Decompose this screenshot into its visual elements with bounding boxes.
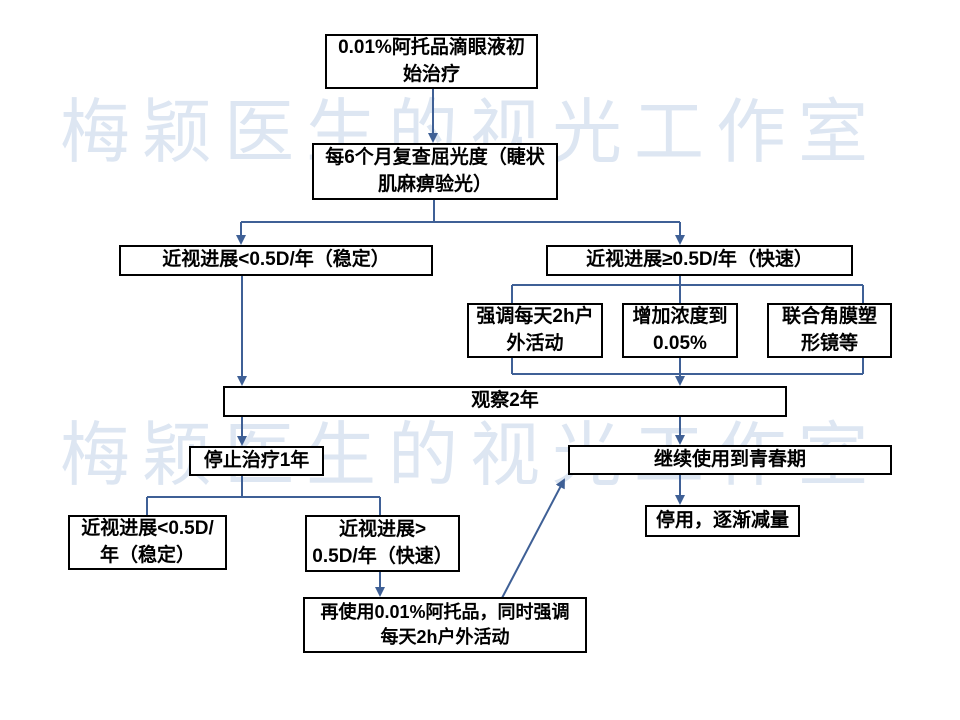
node-increase-concentration: 增加浓度到 0.05% (622, 303, 738, 358)
node-review-refraction: 每6个月复查屈光度（睫状 肌麻痹验光） (312, 143, 558, 200)
node-observe-2-years: 观察2年 (223, 386, 787, 417)
node-recheck-fast: 近视进展> 0.5D/年（快速） (305, 515, 460, 572)
node-outdoor-activity: 强调每天2h户 外活动 (467, 303, 603, 358)
connector-retreat-to-continue (501, 478, 565, 599)
node-continue-until-puberty: 继续使用到青春期 (568, 445, 892, 475)
node-initial-treatment: 0.01%阿托品滴眼液初 始治疗 (325, 34, 538, 89)
node-ortho-k-lens: 联合角膜塑 形镜等 (767, 303, 892, 358)
node-restart-atropine: 再使用0.01%阿托品，同时强调 每天2h户外活动 (303, 597, 587, 653)
node-stop-treatment-1-year: 停止治疗1年 (189, 446, 324, 476)
node-recheck-stable: 近视进展<0.5D/ 年（稳定） (68, 515, 227, 570)
node-progress-stable: 近视进展<0.5D/年（稳定） (119, 245, 433, 276)
node-progress-fast: 近视进展≥0.5D/年（快速） (546, 245, 853, 276)
node-taper-off: 停用，逐渐减量 (645, 505, 800, 537)
